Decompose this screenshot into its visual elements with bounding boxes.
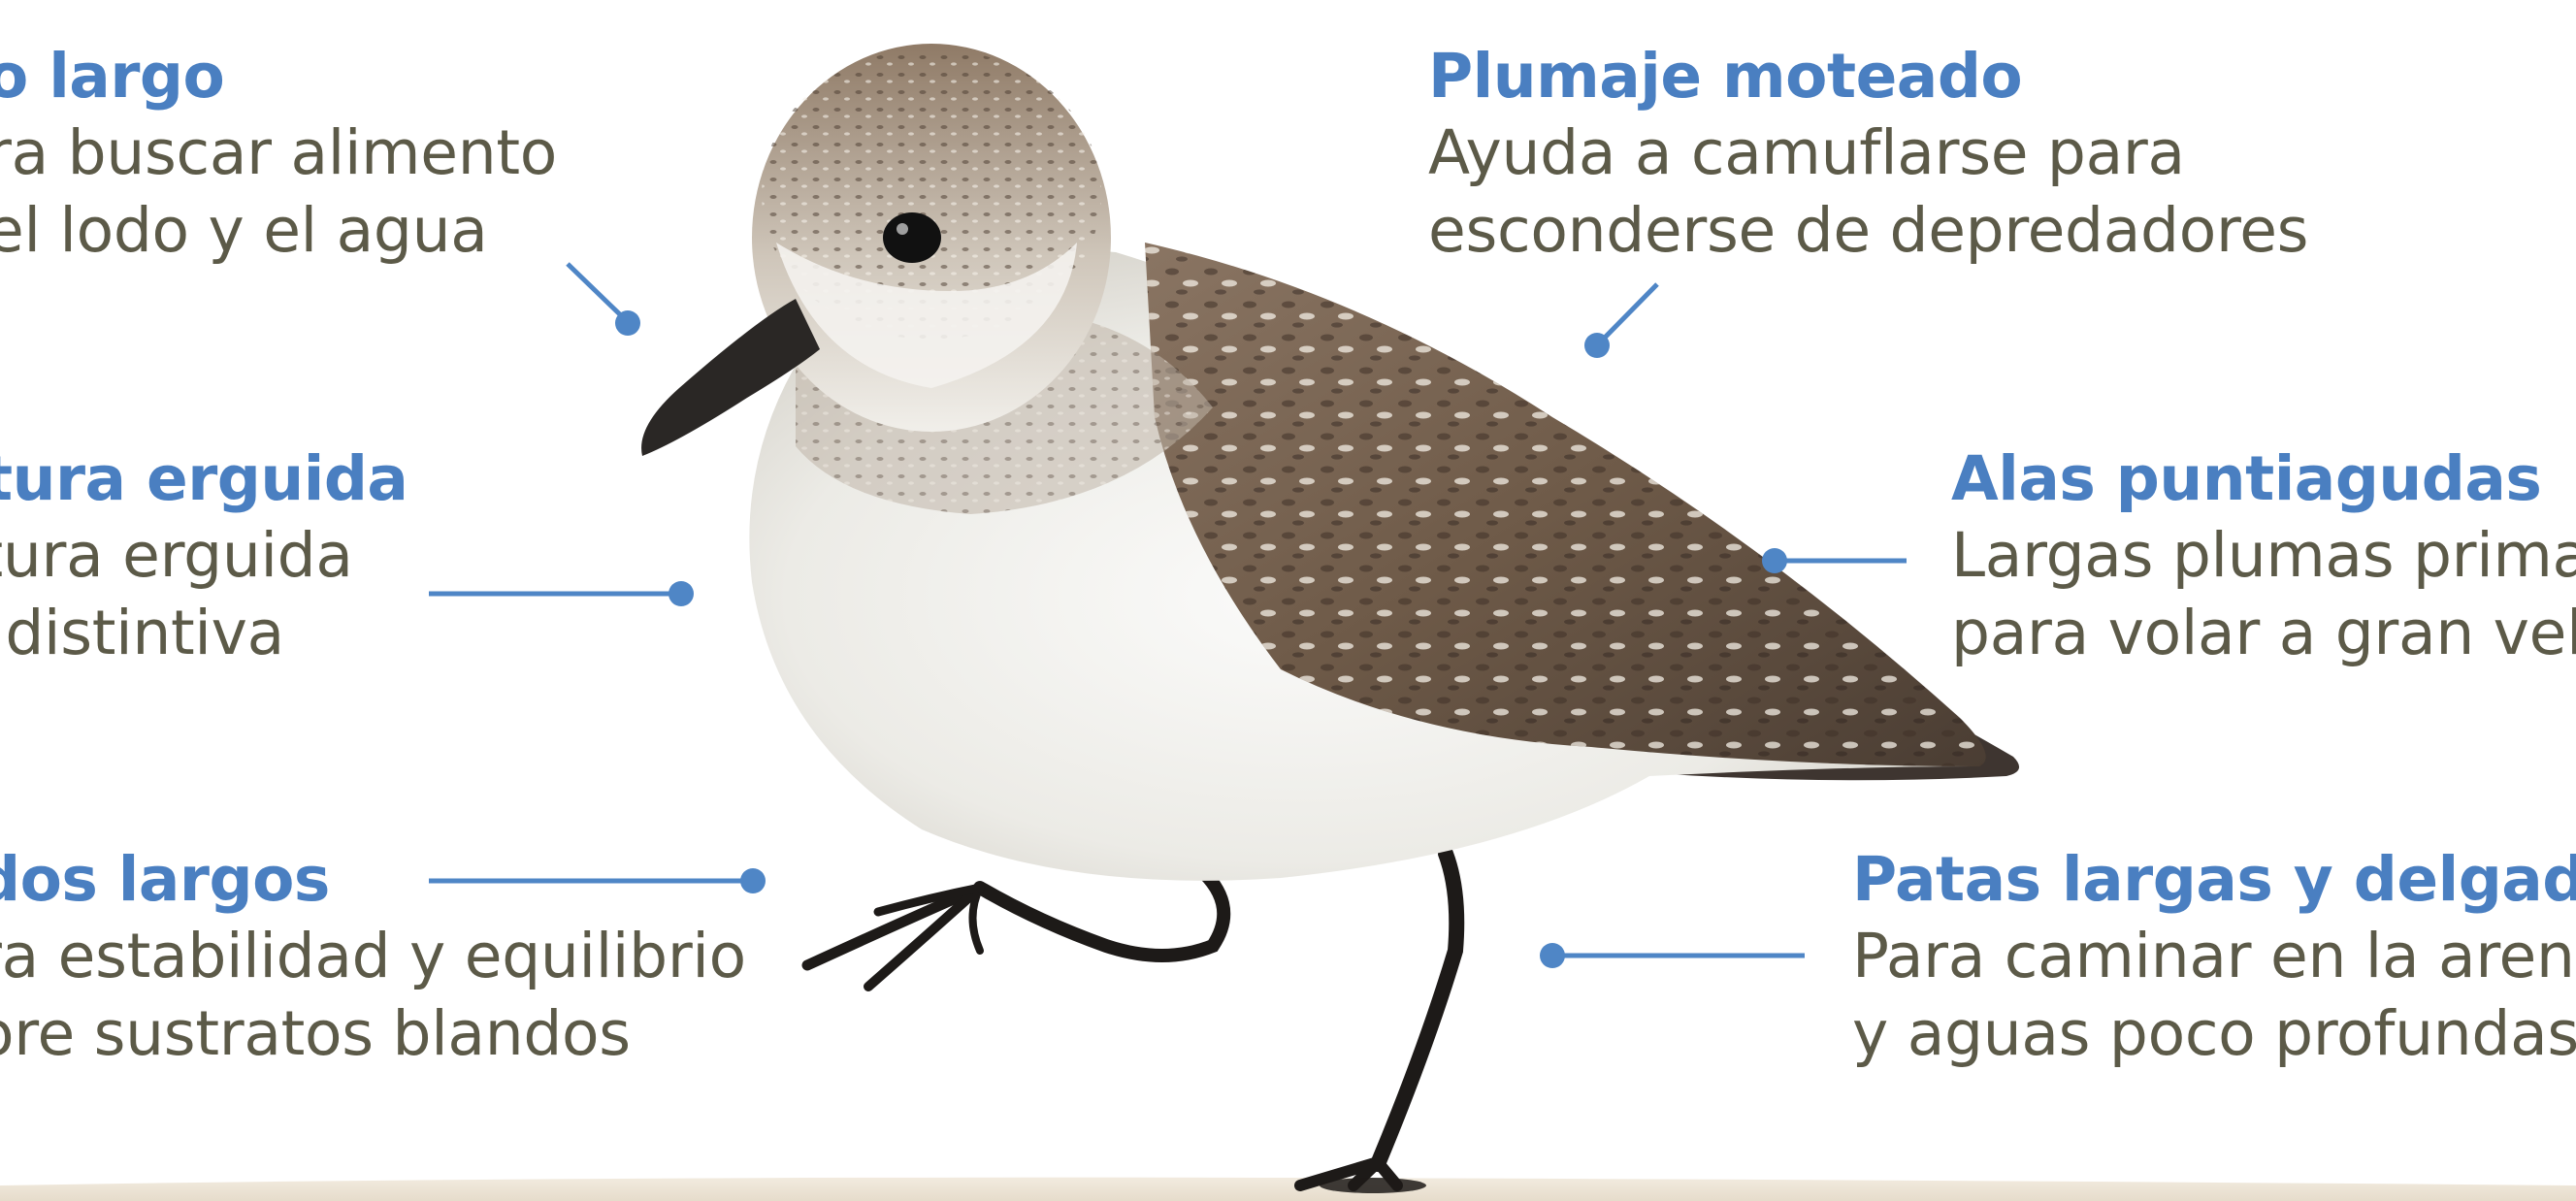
connector-pico (566, 262, 628, 322)
callout-description-line: Ayuda a camuflarse para (1428, 117, 2185, 188)
connector-dot-dedos (740, 868, 766, 893)
callout-title: dos largos (0, 844, 330, 915)
callout-postura-erguida: stura erguida stura erguida n distintiva (0, 441, 408, 672)
callout-title: Alas puntiagudas (1951, 443, 2542, 514)
callout-description-line: ore sustratos blandos (0, 998, 631, 1069)
callout-pico-largo: o largo ra buscar alimento el lodo y el … (0, 39, 557, 270)
connector-plumaje (1599, 282, 1659, 343)
callout-description-line: Largas plumas primarias (1951, 520, 2576, 591)
callout-description-line: el lodo y el agua (0, 195, 488, 266)
callout-title: stura erguida (0, 443, 408, 514)
bird-beak (641, 299, 820, 456)
callout-description-line: stura erguida (0, 520, 353, 591)
callout-description-line: esconderse de depredadores (1428, 195, 2309, 266)
callout-description-line: para volar a gran velocidad (1951, 598, 2576, 668)
standing-leg (1294, 846, 1465, 1193)
callout-alas-puntiagudas: Alas puntiagudas Largas plumas primarias… (1951, 441, 2576, 672)
callout-description-line: ra estabilidad y equilibrio (0, 921, 746, 991)
connector-dot-pico (615, 310, 640, 336)
callout-dedos-largos: dos largos ra estabilidad y equilibrio o… (0, 842, 746, 1073)
callout-description-line: Para caminar en la arena (1852, 921, 2576, 991)
connector-dot-patas (1540, 943, 1565, 968)
callout-title: Plumaje moteado (1428, 41, 2023, 112)
callout-plumaje-moteado: Plumaje moteado Ayuda a camuflarse para … (1428, 39, 2308, 270)
bird-eye (883, 212, 941, 263)
callout-patas-largas: Patas largas y delgadas Para caminar en … (1852, 842, 2576, 1073)
callout-title: Patas largas y delgadas (1852, 844, 2576, 915)
raised-leg (801, 857, 1231, 991)
callout-description-line: ra buscar alimento (0, 117, 557, 188)
connector-dot-plumaje (1584, 333, 1610, 358)
connector-dot-alas (1762, 548, 1787, 573)
callout-title: o largo (0, 41, 225, 112)
callout-description-line: y aguas poco profundas (1852, 998, 2576, 1069)
connector-dot-postura (668, 581, 694, 606)
ground (0, 1177, 2576, 1201)
callout-description-line: n distintiva (0, 598, 284, 668)
connectors (429, 262, 1907, 968)
